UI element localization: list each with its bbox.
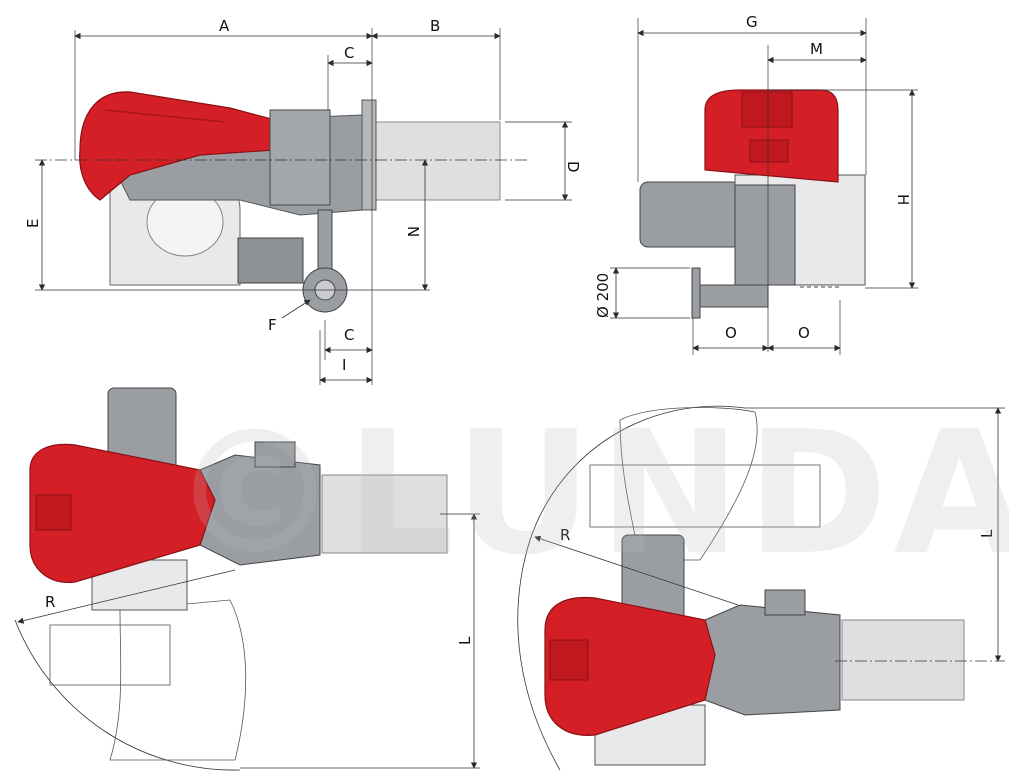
dim-label-R-right: R bbox=[560, 526, 570, 544]
dim-label-diameter: Ø 200 bbox=[594, 273, 612, 318]
motor bbox=[639, 181, 741, 248]
blast-tube bbox=[374, 121, 501, 201]
air-damper bbox=[269, 109, 331, 206]
dim-label-A: A bbox=[219, 17, 230, 35]
dim-label-M: M bbox=[810, 40, 823, 58]
plan-view-right: R L bbox=[517, 405, 1005, 771]
red-cover-plan-left bbox=[29, 443, 216, 583]
dim-label-G: G bbox=[746, 13, 758, 31]
dim-label-O-left: O bbox=[725, 324, 737, 342]
dim-label-N: N bbox=[404, 226, 422, 237]
side-view: A B C D E N F C I bbox=[24, 17, 582, 385]
dim-label-E: E bbox=[24, 219, 42, 228]
gas-pipe bbox=[317, 209, 333, 276]
dim-label-R-left: R bbox=[45, 593, 55, 611]
gas-inlet bbox=[697, 284, 769, 308]
mounting-flange bbox=[361, 99, 377, 211]
dim-label-B: B bbox=[430, 17, 440, 35]
body-plan-right bbox=[704, 604, 841, 716]
body-plan-left bbox=[199, 454, 321, 566]
blast-tube-plan-right bbox=[841, 619, 965, 701]
dim-label-D: D bbox=[564, 161, 582, 173]
blast-tube-plan-left bbox=[321, 474, 448, 554]
dim-label-C-bottom: C bbox=[344, 326, 354, 344]
dim-label-O-right: O bbox=[798, 324, 810, 342]
dim-label-L-left: L bbox=[456, 636, 474, 645]
plan-view-left: R L bbox=[14, 387, 480, 771]
front-view: G M H Ø 200 O O bbox=[594, 13, 918, 355]
dim-label-L-right: L bbox=[978, 529, 996, 538]
swing-arc-right bbox=[517, 405, 746, 771]
red-cover-plan-right bbox=[544, 596, 716, 736]
servo-motor bbox=[237, 237, 304, 284]
dim-label-C-top: C bbox=[344, 44, 354, 62]
dim-label-I: I bbox=[342, 356, 346, 374]
dim-label-F: F bbox=[268, 316, 277, 334]
swing-arc-left bbox=[14, 619, 241, 771]
dim-label-H: H bbox=[894, 194, 912, 205]
